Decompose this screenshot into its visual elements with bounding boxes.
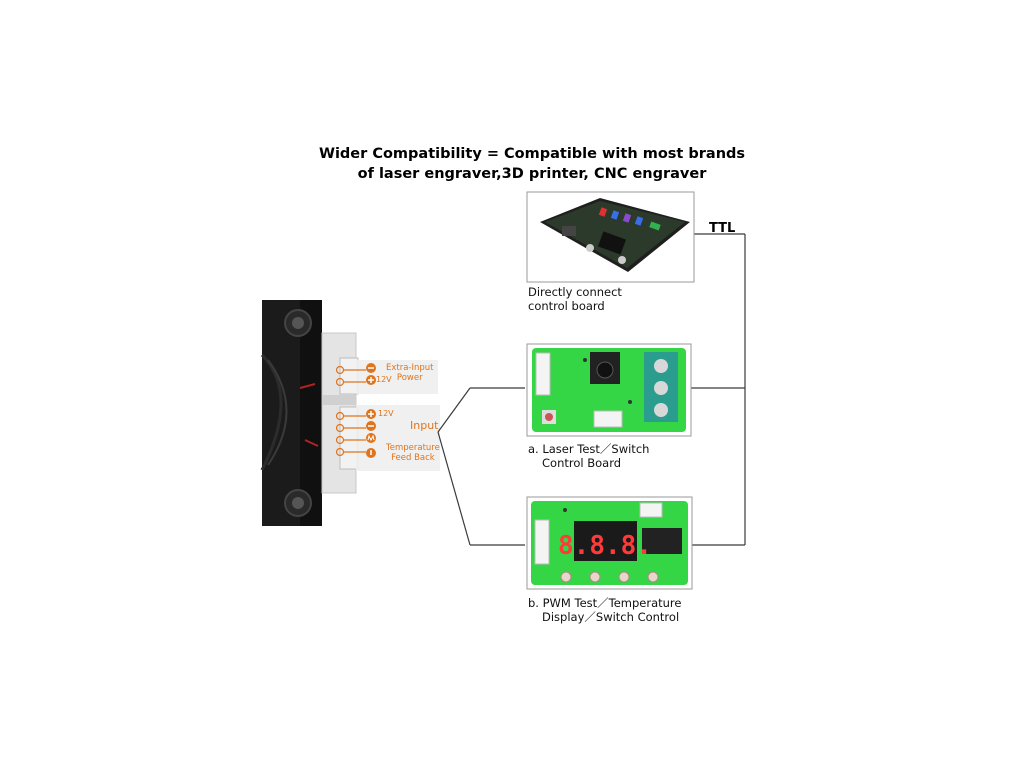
title-line-2: of laser engraver,3D printer, CNC engrav… (357, 166, 707, 182)
laser-test-board-image (532, 348, 686, 432)
volt-12-label-a: 12V (376, 375, 392, 384)
extra-input-line2: Power (396, 373, 423, 383)
laser-module (260, 300, 322, 526)
ttl-label: TTL (709, 221, 736, 236)
temperature-line1: Temperature (386, 443, 440, 453)
temperature-label: Temperature Feed Back (386, 443, 440, 463)
extra-input-line1: Extra-Input (386, 363, 434, 373)
control-board-caption-line1: Directly connect (528, 285, 622, 299)
title-line-1: Wider Compatibility = Compatible with mo… (318, 146, 746, 162)
control-board-caption: Directly connect control board (528, 285, 622, 313)
connector-housings (321, 332, 359, 494)
input-label: Input (410, 419, 439, 432)
laser-test-board-caption-line2: Control Board (542, 456, 622, 470)
laser-test-board-caption-line1: a. Laser Test／Switch (528, 442, 650, 456)
pwm-test-board-image (531, 501, 688, 585)
pwm-test-board-caption: b. PWM Test／Temperature Display／Switch C… (528, 596, 682, 624)
seven-segment-display (574, 521, 637, 561)
extra-input-pins (335, 365, 366, 387)
extra-input-label: Extra-Input Power (386, 363, 434, 383)
volt-12-label-b: 12V (378, 409, 394, 418)
temperature-line2: Feed Back (391, 453, 435, 463)
laser-test-board-caption: a. Laser Test／Switch Control Board (528, 442, 649, 470)
page-title: Wider Compatibility = Compatible with mo… (262, 144, 802, 184)
control-board-caption-line2: control board (528, 299, 605, 313)
input-pins (335, 411, 366, 457)
pwm-test-board-caption-line2: Display／Switch Control (542, 610, 680, 624)
pwm-test-board-caption-line1: b. PWM Test／Temperature (528, 596, 682, 610)
wiring-lines (437, 233, 746, 546)
pwm-icon (366, 433, 376, 443)
control-board-image (540, 198, 690, 272)
display-digits: 8.8.8. (558, 531, 652, 561)
